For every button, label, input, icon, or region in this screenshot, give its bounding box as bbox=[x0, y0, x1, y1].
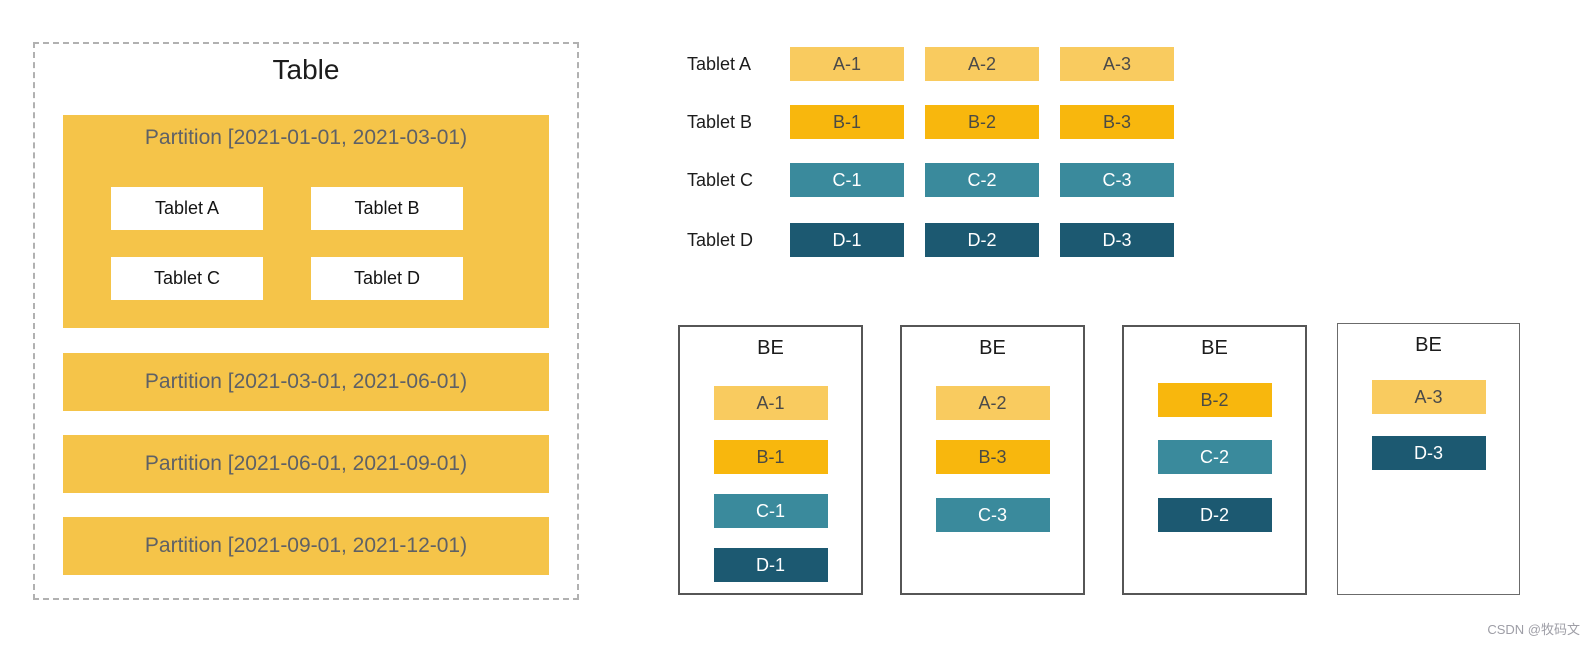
replica-chip: A-2 bbox=[925, 47, 1039, 81]
be-title: BE bbox=[1201, 337, 1228, 359]
tablet-row-label: Tablet C bbox=[687, 169, 754, 190]
replica-chip: C-2 bbox=[925, 163, 1039, 197]
replica-chip: A-3 bbox=[1371, 380, 1486, 414]
replica-chip: A-2 bbox=[935, 386, 1050, 420]
replica-chip: C-3 bbox=[1060, 163, 1174, 197]
be-node: BE A-1 B-1 C-1 D-1 bbox=[678, 325, 863, 595]
replica-chip: D-3 bbox=[1060, 223, 1174, 257]
table-container: Table Partition [2021-01-01, 2021-03-01)… bbox=[33, 42, 579, 600]
replica-chip: B-1 bbox=[790, 105, 904, 139]
be-node: BE A-2 B-3 C-3 bbox=[900, 325, 1085, 595]
tablet-row-c: Tablet C C-1 C-2 C-3 bbox=[687, 163, 1195, 197]
replica-chip: C-3 bbox=[935, 498, 1050, 532]
tablet-row-d: Tablet D D-1 D-2 D-3 bbox=[687, 223, 1195, 257]
partition-box-main: Partition [2021-01-01, 2021-03-01) Table… bbox=[63, 115, 549, 328]
be-node: BE B-2 C-2 D-2 bbox=[1122, 325, 1307, 595]
be-title: BE bbox=[757, 337, 784, 359]
replica-chip: A-3 bbox=[1060, 47, 1174, 81]
replica-chip: D-1 bbox=[713, 548, 828, 582]
partition-box: Partition [2021-03-01, 2021-06-01) bbox=[63, 353, 549, 411]
tablet-box-a: Tablet A bbox=[111, 187, 263, 230]
replica-chip: D-1 bbox=[790, 223, 904, 257]
replica-chip: B-3 bbox=[935, 440, 1050, 474]
tablet-row-label: Tablet D bbox=[687, 229, 754, 250]
replica-chip: C-1 bbox=[713, 494, 828, 528]
tablet-box-c: Tablet C bbox=[111, 257, 263, 300]
replica-chip: B-2 bbox=[1157, 383, 1272, 417]
csdn-watermark: CSDN @牧码文 bbox=[1487, 622, 1580, 637]
be-title: BE bbox=[1415, 334, 1442, 356]
replica-chip: B-3 bbox=[1060, 105, 1174, 139]
tablet-row-a: Tablet A A-1 A-2 A-3 bbox=[687, 47, 1195, 81]
tablet-box-d: Tablet D bbox=[311, 257, 463, 300]
partition-box: Partition [2021-06-01, 2021-09-01) bbox=[63, 435, 549, 493]
replica-chip: D-2 bbox=[1157, 498, 1272, 532]
replica-chip: D-3 bbox=[1371, 436, 1486, 470]
replica-chip: C-2 bbox=[1157, 440, 1272, 474]
replica-chip: C-1 bbox=[790, 163, 904, 197]
replica-chip: A-1 bbox=[713, 386, 828, 420]
replica-chip: A-1 bbox=[790, 47, 904, 81]
tablet-row-label: Tablet A bbox=[687, 53, 752, 74]
be-title: BE bbox=[979, 337, 1006, 359]
tablet-row-label: Tablet B bbox=[687, 111, 753, 132]
replica-chip: B-2 bbox=[925, 105, 1039, 139]
tablet-row-b: Tablet B B-1 B-2 B-3 bbox=[687, 105, 1195, 139]
partition-box: Partition [2021-09-01, 2021-12-01) bbox=[63, 517, 549, 575]
table-title: Table bbox=[272, 54, 340, 85]
be-node: BE A-3 D-3 bbox=[1337, 323, 1520, 595]
partition-label: Partition [2021-01-01, 2021-03-01) bbox=[144, 126, 468, 149]
replica-chip: D-2 bbox=[925, 223, 1039, 257]
tablet-box-b: Tablet B bbox=[311, 187, 463, 230]
replica-chip: B-1 bbox=[713, 440, 828, 474]
